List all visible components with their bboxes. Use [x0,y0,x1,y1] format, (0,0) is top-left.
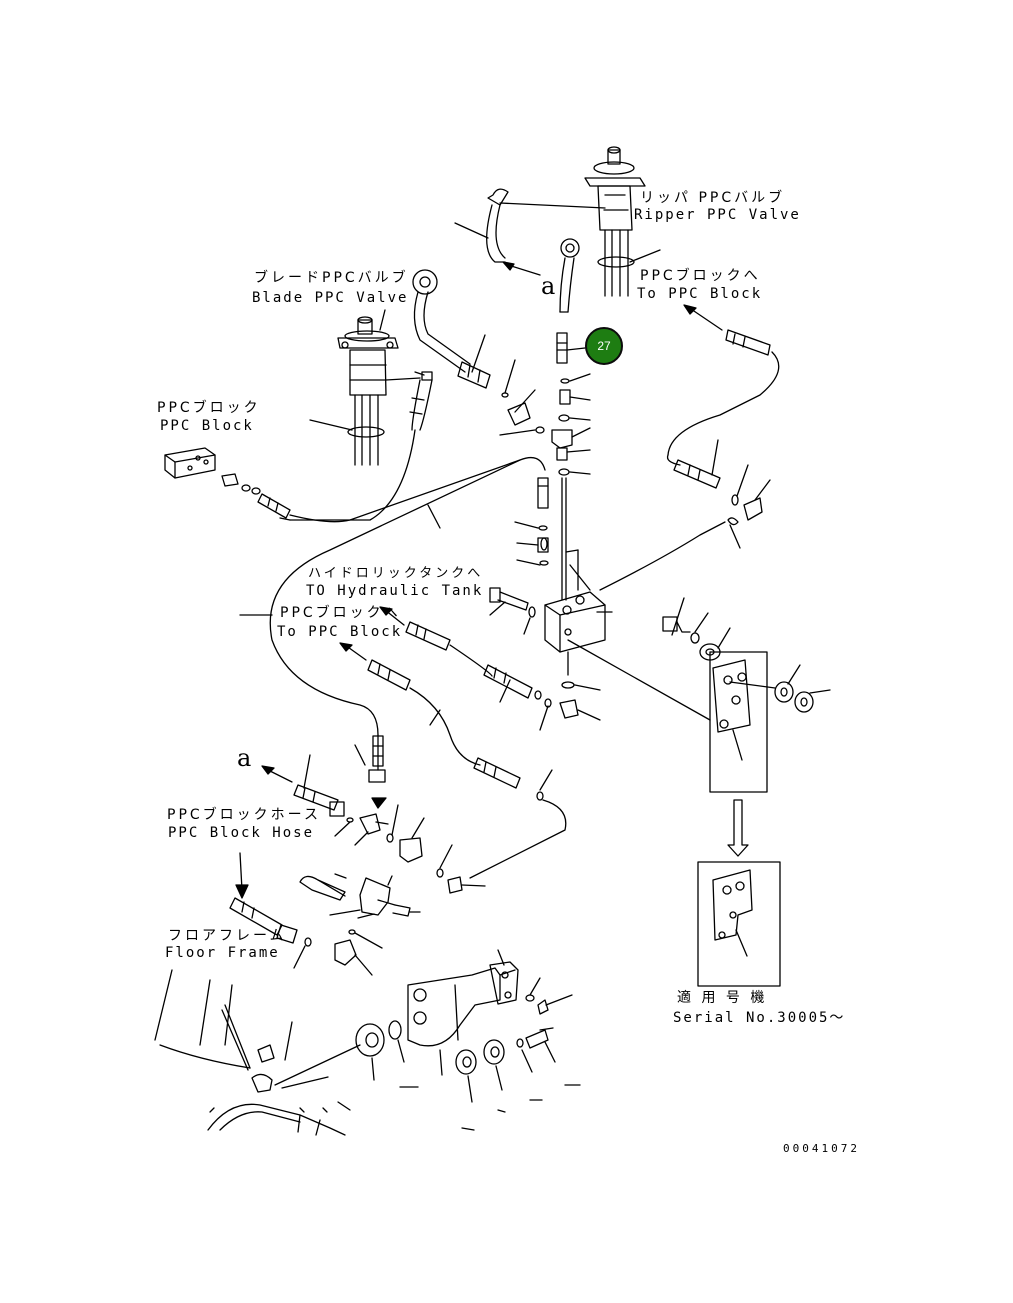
ripper-valve-label-jp: リッパ PPCバルブ [640,190,786,206]
to-ppc-block-label-en-2: To PPC Block [277,624,403,640]
block-hose-label-jp: PPCブロックホース [167,807,321,823]
lower-fittings [262,755,485,975]
serial-inset [698,800,780,986]
ppc-block-label-jp: PPCブロック [157,400,261,416]
ripper-ppc-valve [500,147,660,296]
document-id: 00041072 [783,1142,860,1155]
block-bolts [490,478,548,634]
right-bracket [663,598,830,792]
floor-frame-label-jp: フロアフレーム [168,928,287,944]
arrow-a-label-top: a [541,272,556,300]
central-ppc-block [545,565,710,720]
blade-ppc-valve [310,310,420,465]
middle-hoses [340,607,566,878]
blade-valve-label-en: Blade PPC Valve [252,290,409,306]
to-tank-label-jp: ハイドロリックタンクへ [308,566,484,581]
central-fittings [552,374,590,600]
blade-valve-label-jp: ブレードPPCバルブ [254,270,409,286]
to-tank-label-en: TO Hydraulic Tank [306,583,484,599]
long-hoses [240,458,545,808]
serial-label-jp: 適 用 号 機 [677,990,768,1006]
floor-frame-label-en: Floor Frame [165,945,280,961]
floor-frame [155,970,360,1135]
arrow-a-label-bottom: a [237,744,252,772]
to-ppc-block-label-jp-2: PPCブロックへ [280,605,401,621]
serial-label-en: Serial No.30005～ [673,1010,846,1026]
left-ppc-block [165,448,290,518]
part-callout-27[interactable]: 27 [585,327,623,365]
ripper-valve-label-en: Ripper PPC Valve [634,207,801,223]
ppc-block-label-en: PPC Block [160,418,254,434]
blade-hoses [280,270,544,520]
ripper-hoses [455,189,585,363]
block-hose-label-en: PPC Block Hose [168,825,315,841]
lower-bracket [356,950,580,1130]
ripper-to-block-hose [600,305,779,590]
to-ppc-block-label-jp-1: PPCブロックへ [640,268,761,284]
ppc-block-hose [230,853,297,943]
to-ppc-block-label-en-1: To PPC Block [637,286,763,302]
